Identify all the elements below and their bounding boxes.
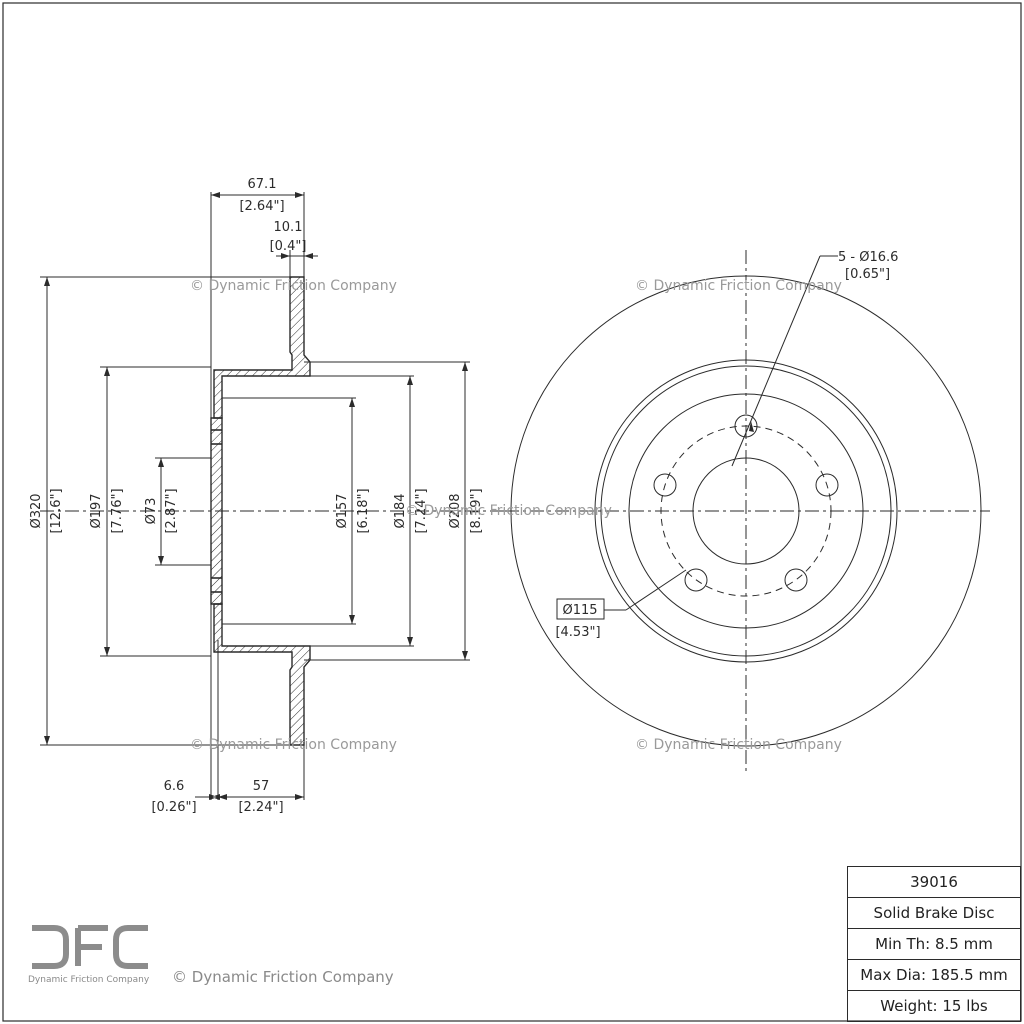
min-thickness: Min Th: 8.5 mm	[847, 928, 1021, 960]
dim-208-in: [8.19"]	[469, 488, 484, 533]
label-bolt-circle-in: [4.53"]	[555, 625, 600, 640]
watermark: © Dynamic Friction Company	[405, 503, 612, 519]
dim-157-mm: Ø157	[335, 493, 350, 528]
bolt-hole	[815, 473, 839, 497]
bolt-circle-box	[556, 598, 605, 620]
dim-73-mm: Ø73	[144, 498, 159, 525]
dim-hat-depth-mm: 57	[253, 779, 270, 794]
dim-outer-dia-mm: Ø320	[29, 493, 44, 528]
footer-copyright: © Dynamic Friction Company	[172, 968, 394, 986]
logo-subtitle: Dynamic Friction Company	[28, 975, 150, 985]
part-number: 39016	[847, 866, 1021, 898]
dim-157-in: [6.18"]	[356, 488, 371, 533]
side-section-view: Ø320 [12.6"] Ø197 [7.76"] Ø73 [2.87"] Ø1…	[29, 177, 505, 815]
dim-flange-mm: 10.1	[274, 220, 303, 235]
watermark: © Dynamic Friction Company	[635, 737, 842, 753]
section-profile-bottom	[213, 603, 311, 746]
label-bolt-holes-mm: 5 - Ø16.6	[838, 250, 898, 265]
max-diameter: Max Dia: 185.5 mm	[847, 959, 1021, 991]
dim-offset-mm: 6.6	[164, 779, 185, 794]
front-view: 5 - Ø16.6 [0.65"] Ø115 [4.53"]	[505, 250, 990, 772]
dim-flange-in: [0.4"]	[270, 239, 307, 254]
bolt-hole	[684, 568, 708, 592]
dim-offset-in: [0.26"]	[151, 800, 196, 815]
dim-184-mm: Ø184	[393, 493, 408, 528]
watermark: © Dynamic Friction Company	[635, 278, 842, 294]
watermark: © Dynamic Friction Company	[190, 278, 397, 294]
dim-208-mm: Ø208	[448, 493, 463, 528]
product-type: Solid Brake Disc	[847, 897, 1021, 929]
spec-table: 39016 Solid Brake Disc Min Th: 8.5 mm Ma…	[847, 866, 1021, 1022]
weight: Weight: 15 lbs	[847, 990, 1021, 1022]
dim-197-mm: Ø197	[89, 493, 104, 528]
dim-184-in: [7.24"]	[414, 488, 429, 533]
dim-73-in: [2.87"]	[164, 488, 179, 533]
section-profile-top	[213, 276, 311, 419]
bolt-hole	[784, 568, 808, 592]
watermark: © Dynamic Friction Company	[190, 737, 397, 753]
dim-outer-dia-in: [12.6"]	[49, 488, 64, 533]
bolt-hole	[653, 473, 677, 497]
label-bolt-holes-in: [0.65"]	[845, 267, 890, 282]
label-bolt-circle-mm: Ø115	[562, 603, 597, 618]
dim-197-in: [7.76"]	[110, 488, 125, 533]
dim-hat-depth-in: [2.24"]	[238, 800, 283, 815]
dim-width-in: [2.64"]	[239, 199, 284, 214]
hub-face	[210, 417, 223, 605]
dim-width-mm: 67.1	[248, 177, 277, 192]
dfc-logo	[32, 925, 148, 969]
